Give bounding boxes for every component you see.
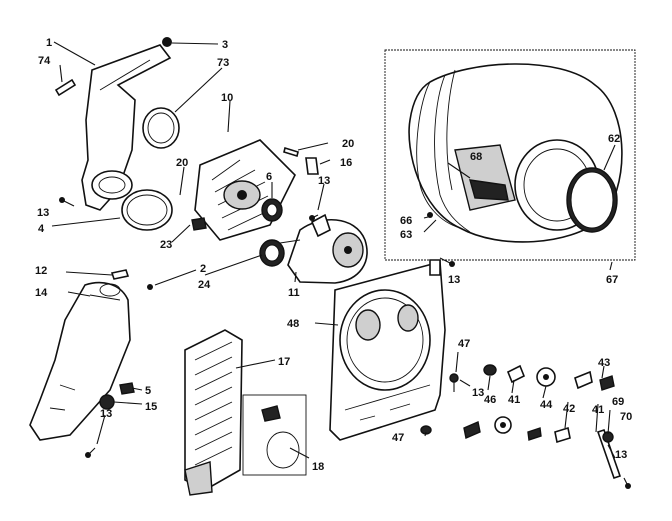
callout-18: 18 (312, 461, 324, 473)
plug-3-part (162, 37, 172, 47)
roller-44-part (536, 367, 556, 387)
ring-4-part (121, 189, 173, 231)
front-panel-part (329, 259, 446, 441)
clip-12-part (110, 269, 130, 280)
callout-12: 12 (35, 265, 47, 277)
callout-2: 2 (200, 263, 206, 275)
callout-17: 17 (278, 356, 290, 368)
callout-73: 73 (217, 57, 229, 69)
drum-inset-frame (384, 49, 636, 261)
screw-74-part (54, 78, 77, 97)
hardware-row-lower-part (463, 416, 571, 444)
callout-43: 43 (598, 357, 610, 369)
callout-13-mid: 13 (472, 387, 484, 399)
callout-4: 4 (38, 223, 45, 235)
callout-13-panel: 13 (448, 274, 460, 286)
drum-baffle-part (454, 144, 516, 211)
callout-70: 70 (620, 411, 632, 423)
drum-seal-part (566, 167, 618, 233)
blower-wheel-part (194, 139, 296, 241)
pulley-6-part (261, 198, 283, 222)
motor-housing-part (287, 213, 368, 284)
callout-41-right: 41 (592, 404, 604, 416)
heater-duct-part (184, 329, 243, 496)
bracket-5-part (119, 382, 135, 395)
hardware-43-part (574, 370, 615, 391)
clip-23-part (191, 217, 207, 231)
callout-68: 68 (470, 151, 482, 163)
callout-14: 14 (35, 287, 48, 299)
callout-23: 23 (160, 239, 172, 251)
callout-3: 3 (222, 39, 228, 51)
callout-6: 6 (266, 171, 272, 183)
clip-16-part (305, 157, 319, 175)
idler-pulley-part (259, 239, 301, 267)
callout-5: 5 (145, 385, 151, 397)
rear-bulkhead-part (81, 44, 172, 211)
callout-24: 24 (198, 279, 211, 291)
callout-labels: 1 74 3 73 10 20 20 16 6 13 13 13 13 13 1… (35, 37, 632, 473)
leader-lines (51, 41, 616, 459)
seal-73-part (142, 107, 180, 149)
callout-13-bottom-left: 13 (100, 408, 112, 420)
callout-66: 66 (400, 215, 412, 227)
screw-13-parts (59, 197, 631, 489)
callout-13-left: 13 (37, 207, 49, 219)
thermostat-kit-18-part (242, 394, 307, 476)
callout-20-upper: 20 (342, 138, 354, 150)
hardware-41-a-part (506, 364, 526, 384)
hardware-47-a-part (449, 373, 459, 392)
callout-41-left: 41 (508, 394, 520, 406)
callout-63: 63 (400, 229, 412, 241)
callout-74: 74 (38, 55, 51, 67)
callout-48: 48 (287, 318, 299, 330)
callout-13-blower: 13 (318, 175, 330, 187)
belt-cover-part (29, 281, 131, 441)
callout-11: 11 (288, 287, 300, 299)
callout-10: 10 (221, 92, 233, 104)
callout-44: 44 (540, 399, 553, 411)
callout-47-upper: 47 (458, 338, 470, 350)
callout-69: 69 (612, 396, 624, 408)
callout-13-right: 13 (615, 449, 627, 461)
callout-1: 1 (46, 37, 52, 49)
hardware-46-part (483, 364, 497, 376)
callout-62: 62 (608, 133, 620, 145)
callout-16: 16 (340, 157, 352, 169)
rod-69-part (596, 428, 622, 480)
pin-20-part (283, 146, 299, 158)
bearing-15-part (99, 394, 115, 410)
callout-42: 42 (563, 403, 575, 415)
callout-15: 15 (145, 401, 157, 413)
callout-47-lower: 47 (392, 432, 404, 444)
callout-46: 46 (484, 394, 496, 406)
callout-20-left: 20 (176, 157, 188, 169)
callout-67: 67 (606, 274, 618, 286)
